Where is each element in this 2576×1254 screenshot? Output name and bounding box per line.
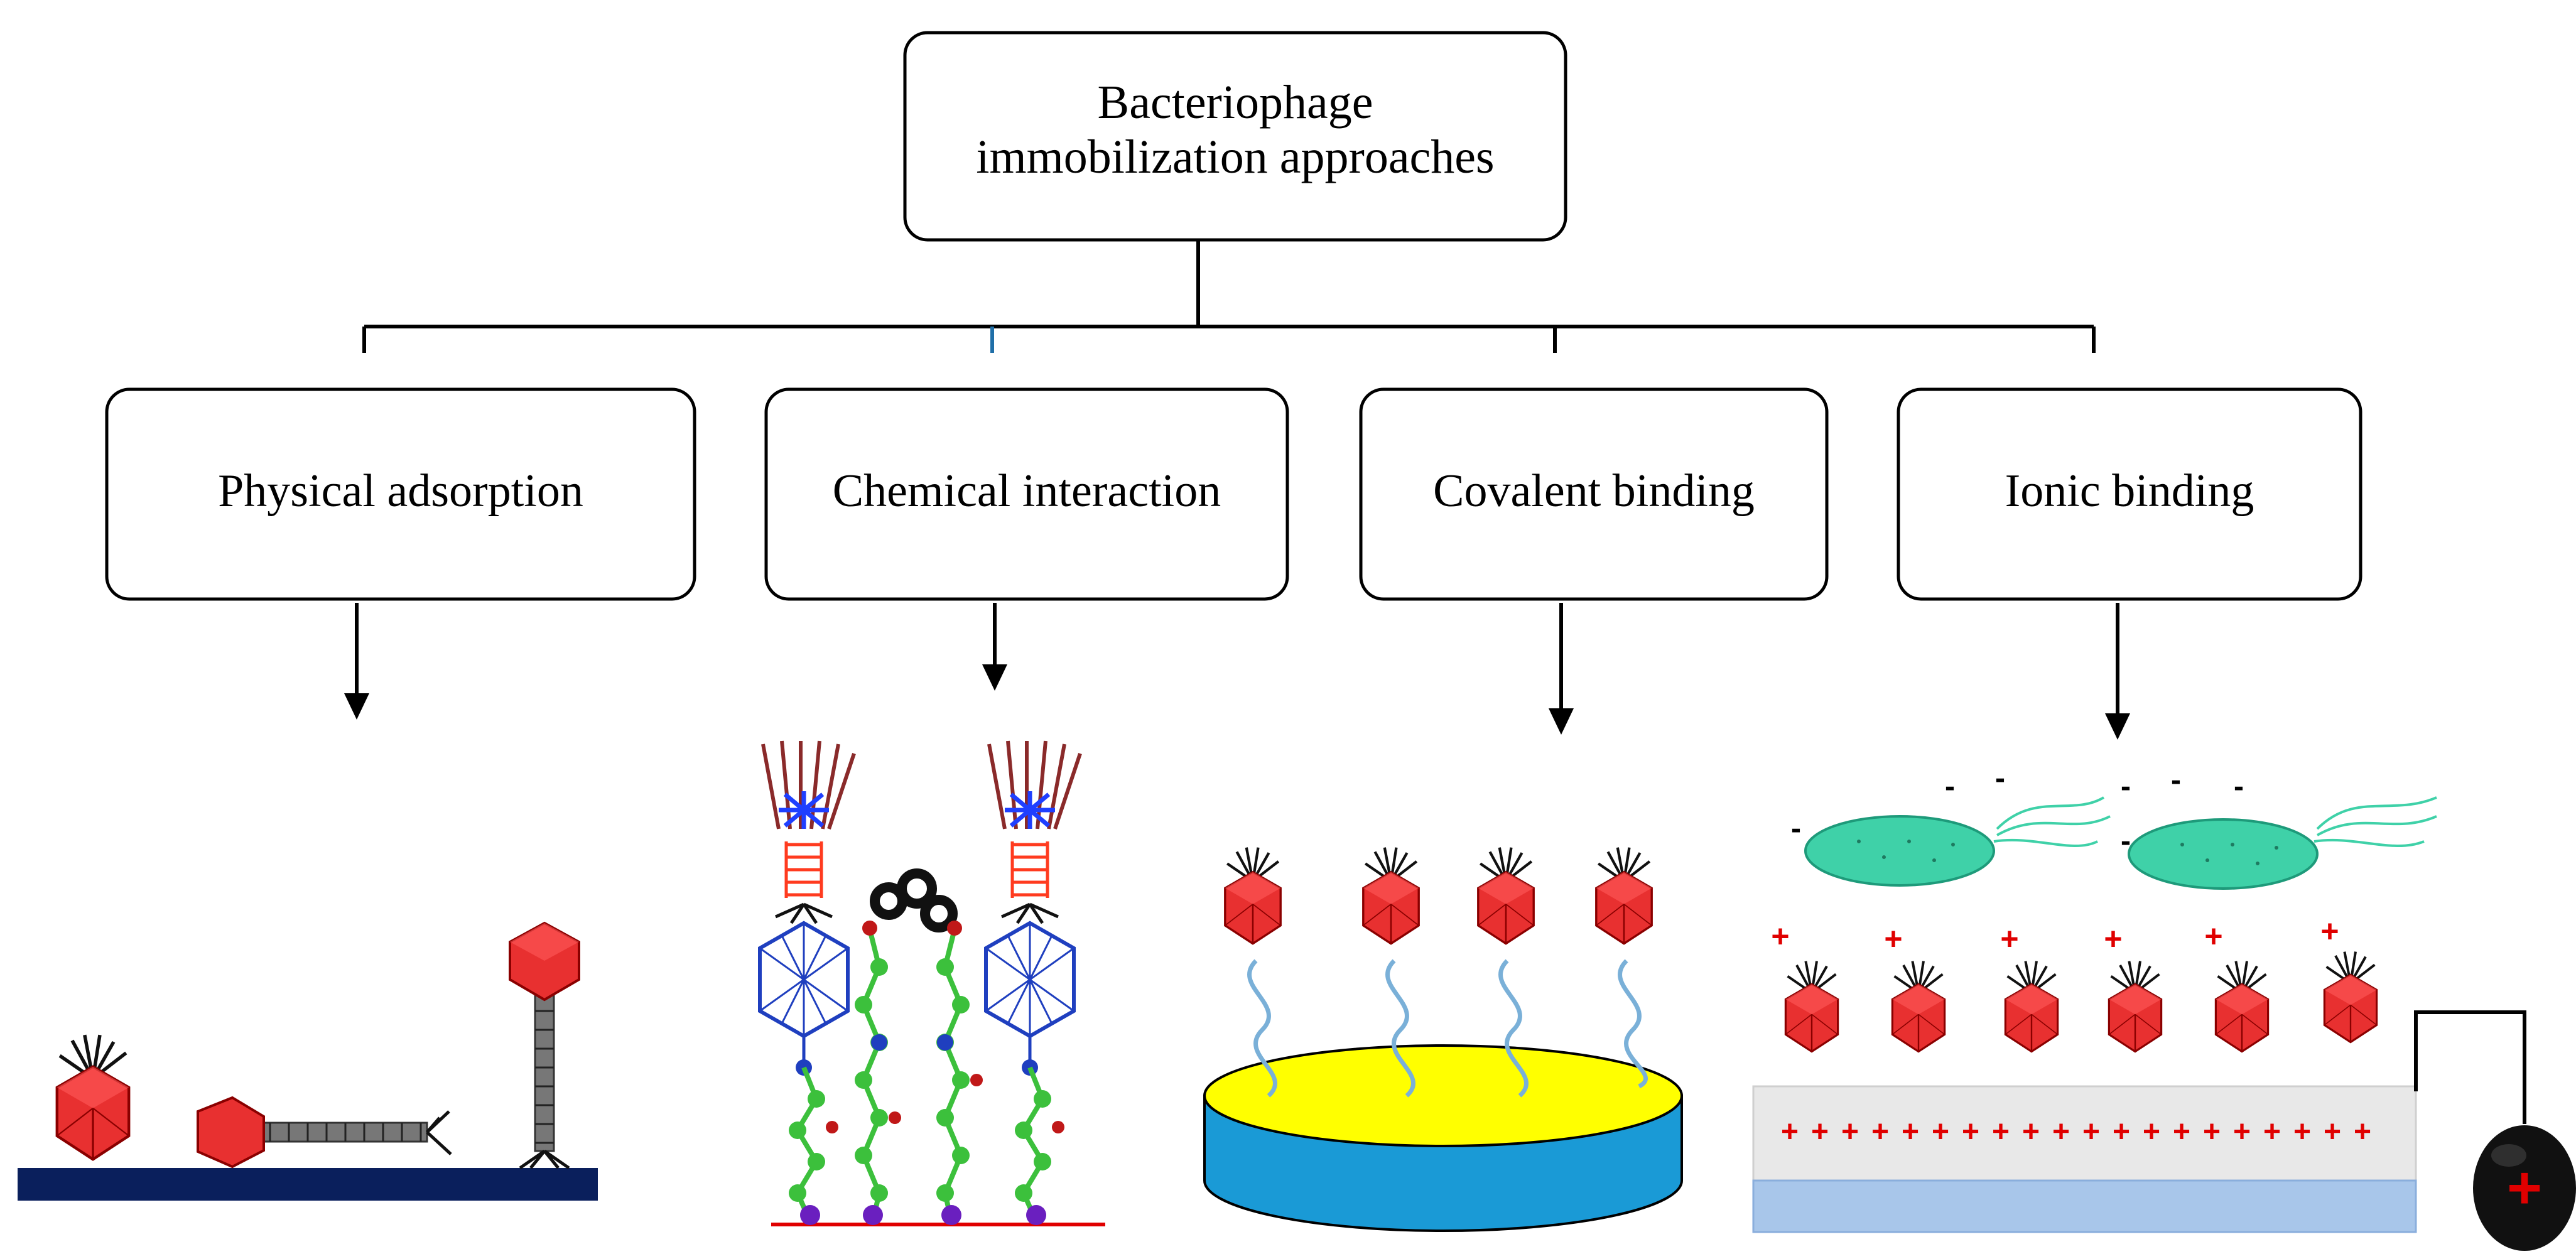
- svg-text:+: +: [2104, 921, 2122, 956]
- battery-plus-label: +: [2507, 1154, 2542, 1221]
- arrow-physical: [344, 603, 369, 720]
- svg-text:+: +: [1811, 1115, 1829, 1149]
- root-title-line2: immobilization approaches: [976, 131, 1494, 183]
- root-title-line1: Bacteriophage: [1098, 76, 1373, 129]
- black-loop-molecule: [870, 868, 958, 932]
- svg-text:+: +: [1841, 1115, 1859, 1149]
- phage-icon: [1785, 961, 1837, 1052]
- svg-text:+: +: [1871, 1115, 1889, 1149]
- svg-text:+: +: [2143, 1115, 2160, 1149]
- svg-text:-: -: [2171, 764, 2181, 797]
- svg-text:+: +: [2233, 1115, 2251, 1149]
- method-label-covalent: Covalent binding: [1433, 465, 1755, 517]
- arrow-covalent: [1549, 603, 1574, 735]
- phage-icon: [2324, 952, 2376, 1042]
- positive-charges-plate: + + + + + + + + + + + + + + + + + + + +: [1781, 1115, 2371, 1149]
- svg-text:+: +: [1771, 919, 1789, 954]
- blue-star: [779, 791, 829, 829]
- down-arrows: [344, 603, 2130, 740]
- phage-icon: [2216, 961, 2268, 1052]
- svg-text:-: -: [1791, 812, 1801, 845]
- svg-text:-: -: [2121, 824, 2131, 858]
- svg-text:+: +: [2173, 1115, 2190, 1149]
- svg-text:+: +: [2320, 914, 2339, 949]
- svg-text:-: -: [1995, 762, 2005, 795]
- method-label-physical: Physical adsorption: [218, 465, 583, 517]
- svg-text:-: -: [2121, 770, 2131, 803]
- svg-text:+: +: [2052, 1115, 2070, 1149]
- phage-upright-icon: [509, 921, 580, 1170]
- method-node-physical: Physical adsorption: [105, 387, 696, 601]
- svg-text:+: +: [2354, 1115, 2371, 1149]
- negative-charges: - - - - - - -: [1791, 762, 2244, 858]
- chemical-interaction-illustration: [758, 740, 1105, 1226]
- physical-adsorption-illustration: [18, 921, 598, 1201]
- svg-text:+: +: [2000, 921, 2018, 956]
- svg-text:-: -: [2234, 770, 2244, 803]
- root-node: Bacteriophage immobilization approaches: [903, 31, 1567, 242]
- tree-connectors: [362, 240, 2096, 353]
- phage-icon: [1225, 848, 1280, 944]
- phage-icon: [1363, 848, 1419, 944]
- svg-text:+: +: [1884, 921, 1902, 956]
- method-label-chemical: Chemical interaction: [833, 465, 1221, 517]
- navy-substrate: [18, 1168, 598, 1201]
- method-node-covalent: Covalent binding: [1359, 387, 1829, 601]
- electrode-plate: [1752, 1085, 2417, 1233]
- phage-icon: [1478, 848, 1534, 944]
- svg-text:+: +: [2082, 1115, 2100, 1149]
- svg-text:-: -: [1945, 770, 1955, 803]
- phage-structure-right: [984, 740, 1082, 1076]
- svg-text:+: +: [1781, 1115, 1799, 1149]
- positive-charges-top: + + + + + +: [1771, 914, 2339, 956]
- svg-text:+: +: [1932, 1115, 1949, 1149]
- svg-text:+: +: [2203, 1115, 2221, 1149]
- phage-icon: [57, 1035, 129, 1159]
- svg-text:+: +: [2113, 1115, 2130, 1149]
- svg-text:+: +: [2022, 1115, 2040, 1149]
- svg-text:+: +: [1902, 1115, 1919, 1149]
- method-node-chemical: Chemical interaction: [764, 387, 1289, 601]
- arrow-chemical: [982, 603, 1007, 691]
- molecular-chains: [789, 921, 1064, 1225]
- method-node-ionic: Ionic binding: [1897, 387, 2362, 601]
- svg-text:+: +: [2204, 919, 2222, 954]
- battery-icon: +: [2473, 1125, 2576, 1251]
- covalent-binding-illustration: [1203, 848, 1683, 1232]
- linker-strands: [1247, 959, 1648, 1098]
- svg-text:+: +: [1992, 1115, 2010, 1149]
- svg-text:+: +: [2263, 1115, 2281, 1149]
- phage-icon: [2109, 961, 2161, 1052]
- bacterium-left: [1804, 796, 2111, 887]
- svg-text:+: +: [2293, 1115, 2311, 1149]
- bacterium-right: [2128, 796, 2437, 890]
- method-label-ionic: Ionic binding: [2005, 465, 2254, 517]
- phage-structure-left: [758, 740, 856, 1076]
- svg-text:+: +: [1962, 1115, 1979, 1149]
- phage-icon: [2005, 961, 2057, 1052]
- substrate-disc: [1203, 1044, 1683, 1232]
- ionic-binding-illustration: - - - - - - - + + + + + + ++: [1752, 762, 2576, 1251]
- phage-horizontal-icon: [197, 1096, 452, 1169]
- arrow-ionic: [2105, 603, 2130, 740]
- svg-text:+: +: [2324, 1115, 2341, 1149]
- phage-icon: [1596, 848, 1652, 944]
- wire: [2414, 1010, 2526, 1124]
- phage-icon: [1892, 961, 1944, 1052]
